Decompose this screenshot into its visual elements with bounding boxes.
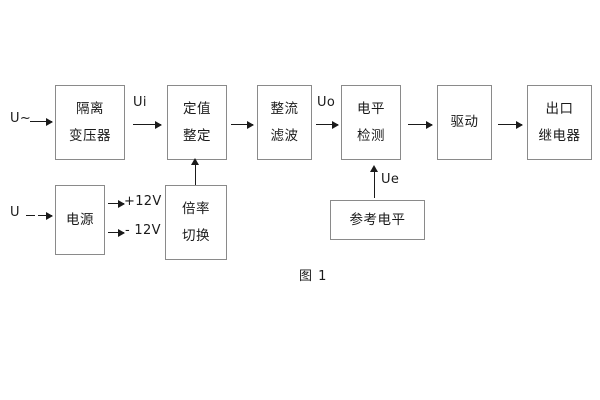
arrow-isolation-transformer-to-setting-value (133, 120, 162, 129)
arrow-power-supply-positive-rail (108, 199, 125, 208)
arrow-drive-to-output-relay (498, 120, 523, 129)
block-setting-value-line-1: 定值 (183, 100, 211, 117)
signal-uo-label: Uo (317, 95, 336, 110)
block-rectify-filter-line-1: 整流 (270, 100, 299, 117)
arrow-setting-value-to-rectify-filter (231, 120, 254, 129)
block-reference-level: 参考电平 (330, 200, 425, 240)
arrow-dc-input-to-power-supply (38, 211, 53, 220)
block-multiplier-switch-line-2: 切换 (182, 228, 210, 244)
block-isolation-transformer-line-1: 隔离 (76, 100, 104, 117)
block-power-supply: 电源 (55, 185, 105, 255)
block-setting-value-line-2: 整定 (183, 128, 211, 144)
block-drive-line-1: 驱动 (450, 114, 479, 131)
rail-positive-label: +12V (124, 194, 162, 209)
signal-ue-label: Ue (381, 172, 400, 187)
ac-input-label: U~ (10, 111, 32, 126)
block-level-detection-line-1: 电平 (357, 100, 385, 117)
block-level-detection: 电平 检测 (341, 85, 401, 160)
block-output-relay-line-2: 继电器 (538, 128, 581, 144)
block-drive: 驱动 (437, 85, 492, 160)
block-isolation-transformer: 隔离 变压器 (55, 85, 125, 160)
block-reference-level-line-1: 参考电平 (349, 211, 406, 228)
signal-ui-label: Ui (133, 95, 147, 110)
block-power-supply-line-1: 电源 (66, 211, 94, 228)
block-rectify-filter-line-2: 滤波 (270, 128, 299, 144)
rail-negative-label: - 12V (125, 223, 161, 238)
arrow-rectify-filter-to-level-detection (316, 120, 339, 129)
dc-input-label: U (10, 205, 20, 220)
block-setting-value: 定值 整定 (167, 85, 227, 160)
block-isolation-transformer-line-2: 变压器 (69, 128, 111, 144)
dc-input-dash-segment (26, 215, 35, 216)
block-output-relay-line-1: 出口 (545, 100, 574, 117)
block-multiplier-switch-line-1: 倍率 (182, 200, 210, 217)
block-multiplier-switch: 倍率 切换 (165, 185, 227, 260)
block-rectify-filter: 整流 滤波 (257, 85, 312, 160)
arrow-reference-level-to-level-detection (370, 165, 379, 198)
figure-caption: 图 1 (299, 269, 328, 284)
block-level-detection-line-2: 检测 (357, 128, 385, 144)
block-output-relay: 出口 继电器 (527, 85, 592, 160)
arrow-power-supply-negative-rail (108, 228, 125, 237)
arrow-ac-input-to-isolation-transformer (30, 117, 53, 126)
arrow-level-detection-to-drive (408, 120, 433, 129)
arrow-multiplier-switch-to-setting-value (191, 158, 200, 185)
